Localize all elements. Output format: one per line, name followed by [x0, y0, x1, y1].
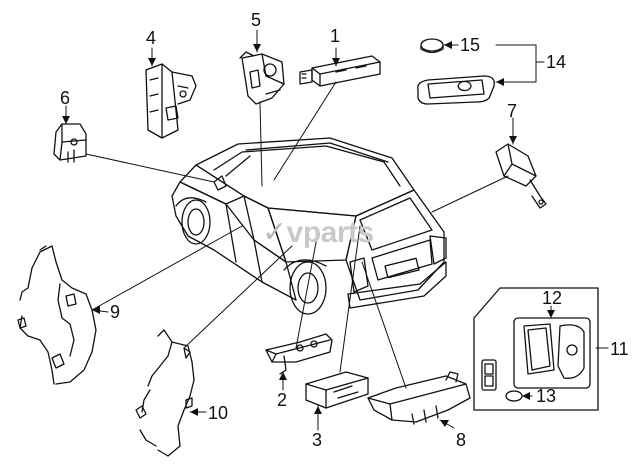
callout-10: 10 [208, 403, 229, 423]
callout-12: 12 [542, 288, 563, 308]
callout-5: 5 [251, 10, 262, 30]
callout-15: 15 [460, 35, 481, 55]
watermark-text: vparts [286, 216, 375, 249]
callout-4: 4 [146, 28, 157, 48]
part-8-outline [367, 371, 471, 425]
watermark-mark: ✓ [262, 216, 287, 249]
part-14-outline [417, 75, 495, 105]
callout-2: 2 [277, 390, 288, 410]
part-1-outline [299, 55, 381, 87]
part-4-outline [145, 63, 197, 139]
leader-line-icon [65, 29, 609, 431]
part-6-outline [53, 123, 87, 163]
callout-9: 9 [110, 302, 121, 322]
part-11-outline [473, 287, 599, 411]
part-10-outline [135, 329, 195, 457]
callout-11: 11 [610, 339, 629, 359]
part-9-outline [17, 245, 97, 385]
watermark-icon: ✓vparts [262, 215, 374, 250]
callout-3: 3 [312, 430, 323, 450]
part-2-outline [265, 333, 333, 375]
callout-7: 7 [507, 101, 518, 121]
arrow-heads [62, 41, 555, 427]
part-7-outline [495, 143, 547, 209]
callout-14: 14 [546, 52, 567, 72]
callout-1: 1 [330, 26, 341, 46]
part-5-outline [239, 51, 285, 105]
vehicle-outline-icon [171, 137, 447, 315]
part-15-outline [420, 38, 444, 54]
callout-13: 13 [536, 386, 557, 406]
part-3-outline [305, 371, 369, 409]
callout-8: 8 [456, 430, 467, 450]
callout-6: 6 [60, 88, 71, 108]
